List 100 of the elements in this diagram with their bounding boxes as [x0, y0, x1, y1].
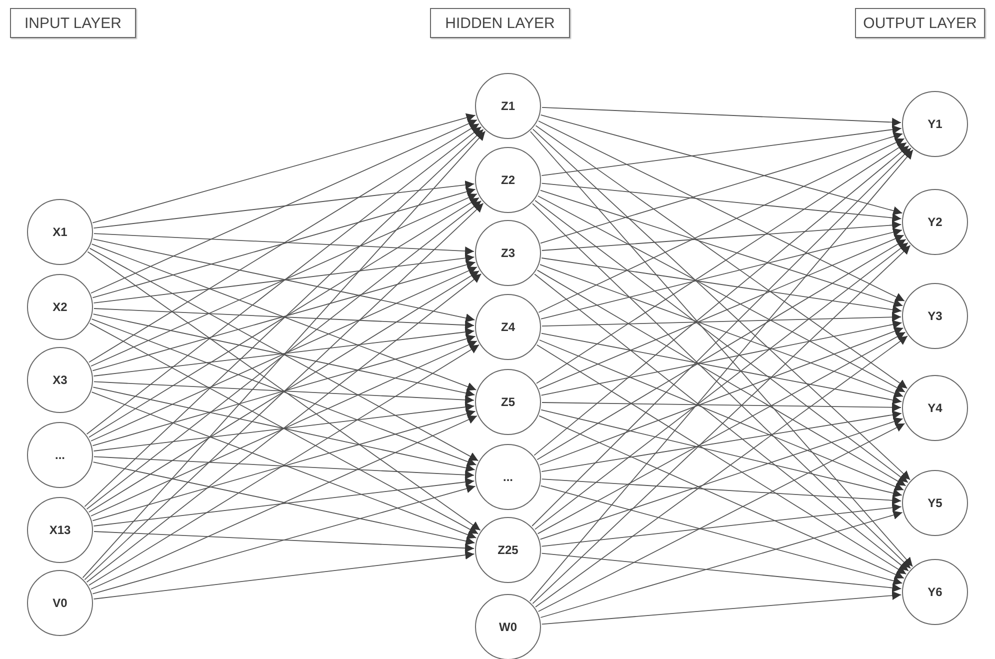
arrow [90, 266, 478, 442]
arrow [92, 484, 476, 594]
arrow [541, 591, 902, 625]
arrow [84, 202, 484, 580]
arrow [540, 409, 902, 498]
neuron-circle: X3 [27, 347, 93, 413]
arrow [93, 328, 475, 376]
neuron-circle: Y6 [902, 559, 968, 625]
arrow [91, 318, 477, 466]
arrow [541, 220, 902, 251]
arrow [538, 423, 906, 612]
arrow [89, 248, 479, 462]
neuron-circle: Z4 [475, 294, 541, 360]
arrow [538, 120, 905, 302]
arrow [93, 254, 475, 304]
arrow [538, 415, 904, 579]
layer-label-box: INPUT LAYER [10, 8, 136, 38]
arrow [91, 244, 477, 391]
arrow [534, 200, 908, 483]
arrow [538, 234, 904, 390]
arrow [540, 510, 903, 618]
arrow [88, 123, 480, 363]
arrow [541, 125, 902, 176]
arrow [93, 180, 475, 229]
arrow [536, 344, 907, 575]
arrow [94, 381, 474, 404]
neuron-circle: X2 [27, 274, 93, 340]
arrow [92, 238, 476, 322]
arrow [541, 182, 902, 222]
arrow [89, 322, 479, 534]
neuron-circle: Z1 [475, 73, 541, 139]
arrow [86, 126, 482, 435]
arrow [94, 233, 474, 256]
neuron-circle: ... [27, 422, 93, 488]
neuron-circle: Z5 [475, 369, 541, 435]
arrow [86, 273, 482, 583]
arrow [538, 138, 905, 313]
arrow [540, 228, 902, 320]
arrow [91, 392, 477, 539]
arrow [92, 462, 476, 546]
arrow [93, 550, 475, 600]
arrow [540, 417, 904, 540]
arrow [92, 386, 476, 472]
arrow [82, 130, 486, 578]
arrow [536, 238, 906, 460]
neuron-circle: Y4 [902, 375, 968, 441]
arrow [540, 264, 904, 398]
arrow [542, 312, 902, 327]
arrow [94, 456, 474, 480]
neuron-circle: Y1 [902, 91, 968, 157]
arrow [94, 308, 474, 330]
arrow [541, 258, 902, 314]
arrow [90, 340, 478, 516]
arrow [541, 503, 902, 547]
arrow [539, 326, 904, 466]
neuron-circle: X1 [27, 199, 93, 265]
arrow [536, 270, 906, 486]
arrow [92, 409, 476, 522]
arrow [92, 113, 476, 224]
arrow [540, 190, 904, 308]
arrow [542, 106, 902, 127]
neuron-circle: X13 [27, 497, 93, 563]
arrow [537, 332, 906, 534]
arrow [88, 197, 480, 438]
arrow [92, 334, 476, 446]
arrow [93, 402, 475, 452]
arrow [90, 415, 478, 590]
neuron-circle: V0 [27, 570, 93, 636]
neuron-circle: ... [475, 444, 541, 510]
arrow [532, 203, 911, 569]
arrow [540, 320, 902, 396]
neuron-circle: W0 [475, 594, 541, 659]
arrow [541, 410, 902, 472]
arrow [540, 485, 903, 586]
arrow [534, 274, 909, 572]
arrow [93, 478, 475, 526]
neuron-circle: Y2 [902, 189, 968, 255]
neuron-circle: Z3 [475, 220, 541, 286]
arrow [542, 402, 902, 412]
arrow [88, 344, 480, 586]
neuron-circle: Z25 [475, 517, 541, 583]
arrow [92, 187, 476, 298]
arrow [540, 332, 902, 404]
arrow [540, 132, 903, 244]
arrow [94, 531, 474, 553]
arrow [541, 478, 902, 505]
arrow [538, 340, 904, 491]
arrow [86, 200, 482, 510]
arrow [90, 193, 478, 367]
arrow [92, 260, 476, 372]
arrow [84, 128, 484, 508]
arrow [538, 196, 906, 392]
neuron-circle: Z2 [475, 147, 541, 213]
arrow [535, 336, 908, 608]
layer-label-box: HIDDEN LAYER [430, 8, 570, 38]
neuron-circle: Y5 [902, 470, 968, 536]
neuron-circle: Y3 [902, 283, 968, 349]
arrow [534, 242, 908, 530]
arrow [90, 119, 478, 294]
arrow [532, 244, 911, 604]
